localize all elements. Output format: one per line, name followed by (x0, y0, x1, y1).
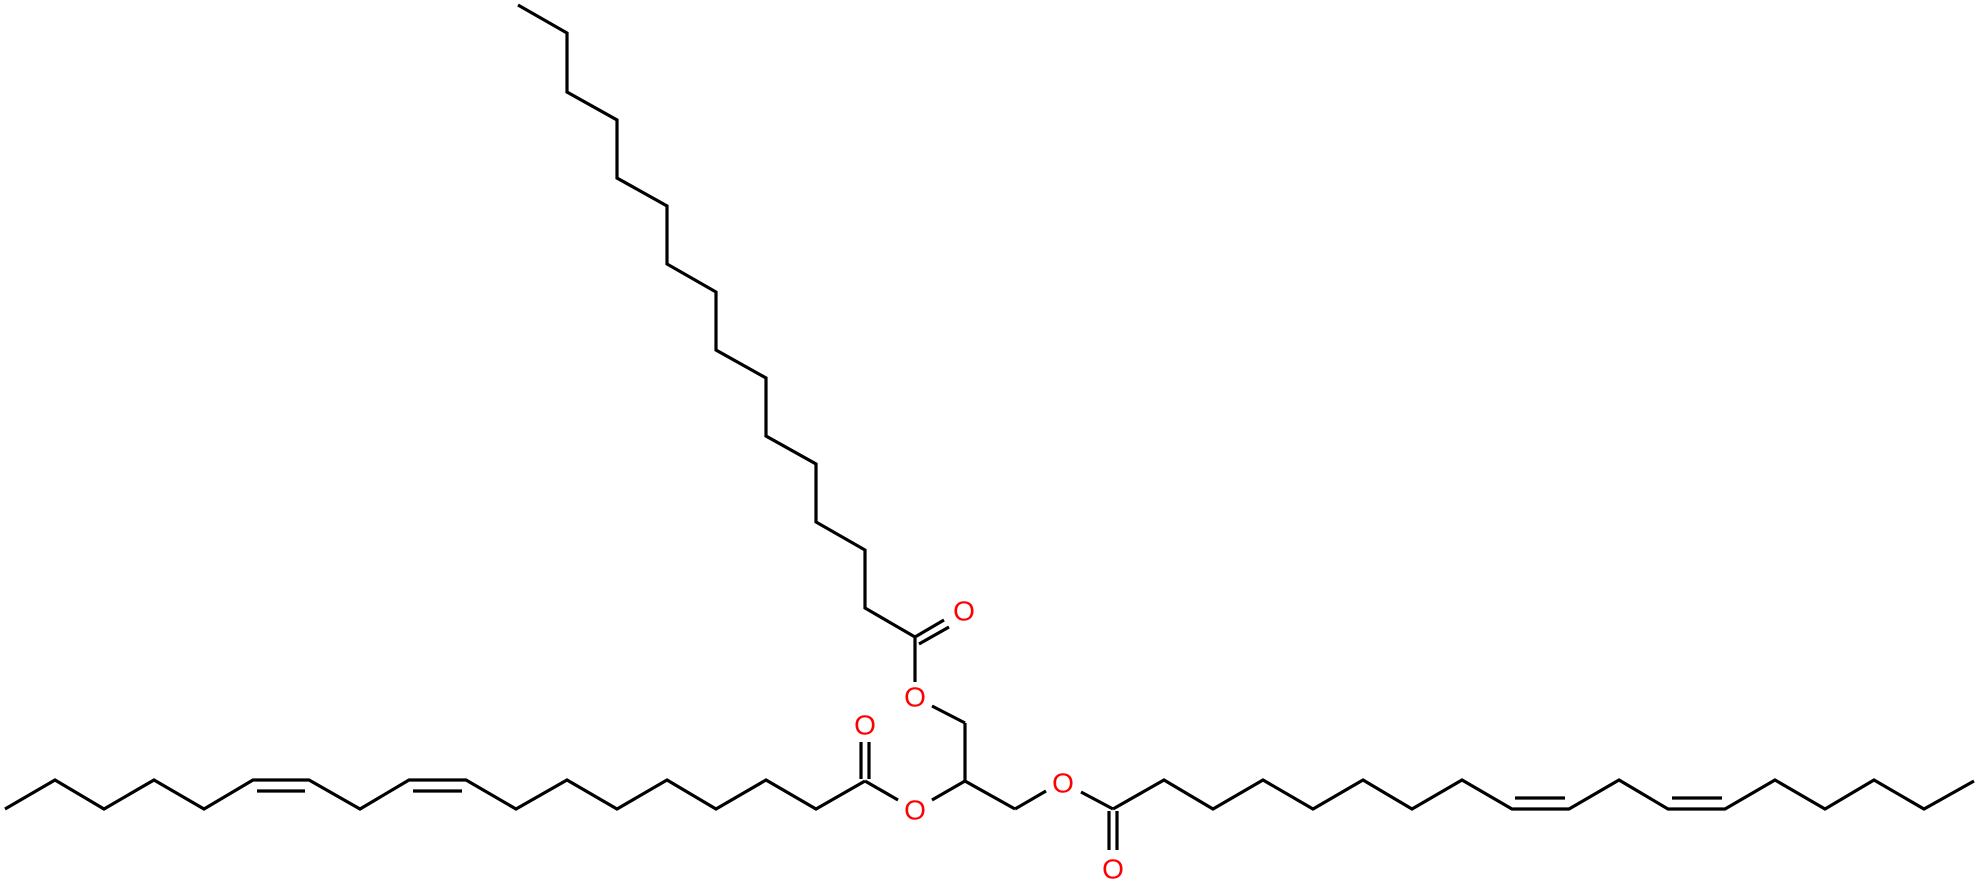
oxygen-atom-label-O_ester_top: O (904, 682, 926, 713)
carbonyl-top-double-a (914, 618, 945, 639)
single-bonds (864, 637, 1114, 811)
oxygen-atom-label-O_carbonyl_left: O (854, 710, 876, 741)
oxygen-atom-label-O_ester_right: O (1052, 768, 1074, 799)
bond-ch-to-ester-o-left (931, 779, 966, 802)
linoleoyl-chain-right (1112, 778, 1975, 811)
bond-ester-o-top-to-ch2 (931, 704, 966, 725)
glycerol-backbone (963, 723, 1016, 811)
bond-ester-o-right-to-carbonyl (1080, 790, 1114, 811)
double-bonds (257, 618, 1722, 850)
oxygen-atom-label-O_carbonyl_top: O (953, 596, 975, 627)
carbon-chains (4, 3, 1975, 811)
linoleoyl-chain-left (4, 778, 866, 811)
bond-ester-o-left-to-carbonyl (864, 779, 899, 802)
bond-ch2-to-ester-o-right (1014, 789, 1047, 811)
palmitoyl-chain-vertical (517, 3, 916, 639)
oxygen-atom-label-O_carbonyl_right: O (1102, 854, 1124, 885)
oxygen-atom-label-O_ester_left: O (904, 795, 926, 826)
carbonyl-top-double-b (918, 625, 950, 646)
